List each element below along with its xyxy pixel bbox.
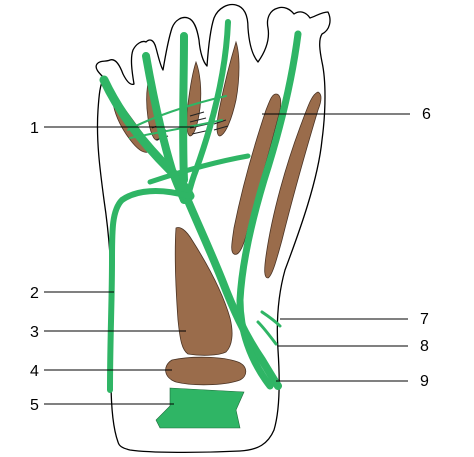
- heel-green-block: [155, 387, 245, 429]
- tendon-toe3: [179, 32, 188, 184]
- tendon-central-trunk: [182, 192, 282, 390]
- label-2: 2: [30, 285, 39, 302]
- right-muscle-band-outer: [264, 91, 322, 279]
- tendon-group: [99, 19, 302, 393]
- toe-muscle-slip-4: [216, 40, 240, 137]
- label-3: 3: [30, 324, 39, 341]
- leader-lines: [44, 113, 410, 405]
- tendon-small-8: [256, 320, 278, 346]
- tendon-toe5: [99, 75, 195, 201]
- heel-muscle-oval: [165, 356, 247, 386]
- label-1: 1: [30, 120, 39, 137]
- tendon-hallux-long: [236, 30, 302, 390]
- toe-muscle-slip-3: [186, 60, 202, 137]
- label-9: 9: [420, 373, 429, 390]
- tendon-toe2: [185, 19, 231, 199]
- tendon-crossing: [147, 153, 251, 185]
- label-6: 6: [422, 106, 431, 123]
- tendon-thin-b: [129, 119, 223, 139]
- label-7: 7: [420, 311, 429, 328]
- tendon-thin-a: [127, 95, 227, 131]
- right-muscle-band-middle: [231, 93, 282, 255]
- label-8: 8: [420, 338, 429, 355]
- label-5: 5: [30, 397, 39, 414]
- tendon-toe4: [142, 52, 188, 204]
- label-4: 4: [30, 363, 39, 380]
- quadratus-plantae-muscle: [174, 227, 233, 356]
- tendon-small-7: [260, 310, 282, 328]
- peroneus-longus-tendon: [107, 188, 191, 393]
